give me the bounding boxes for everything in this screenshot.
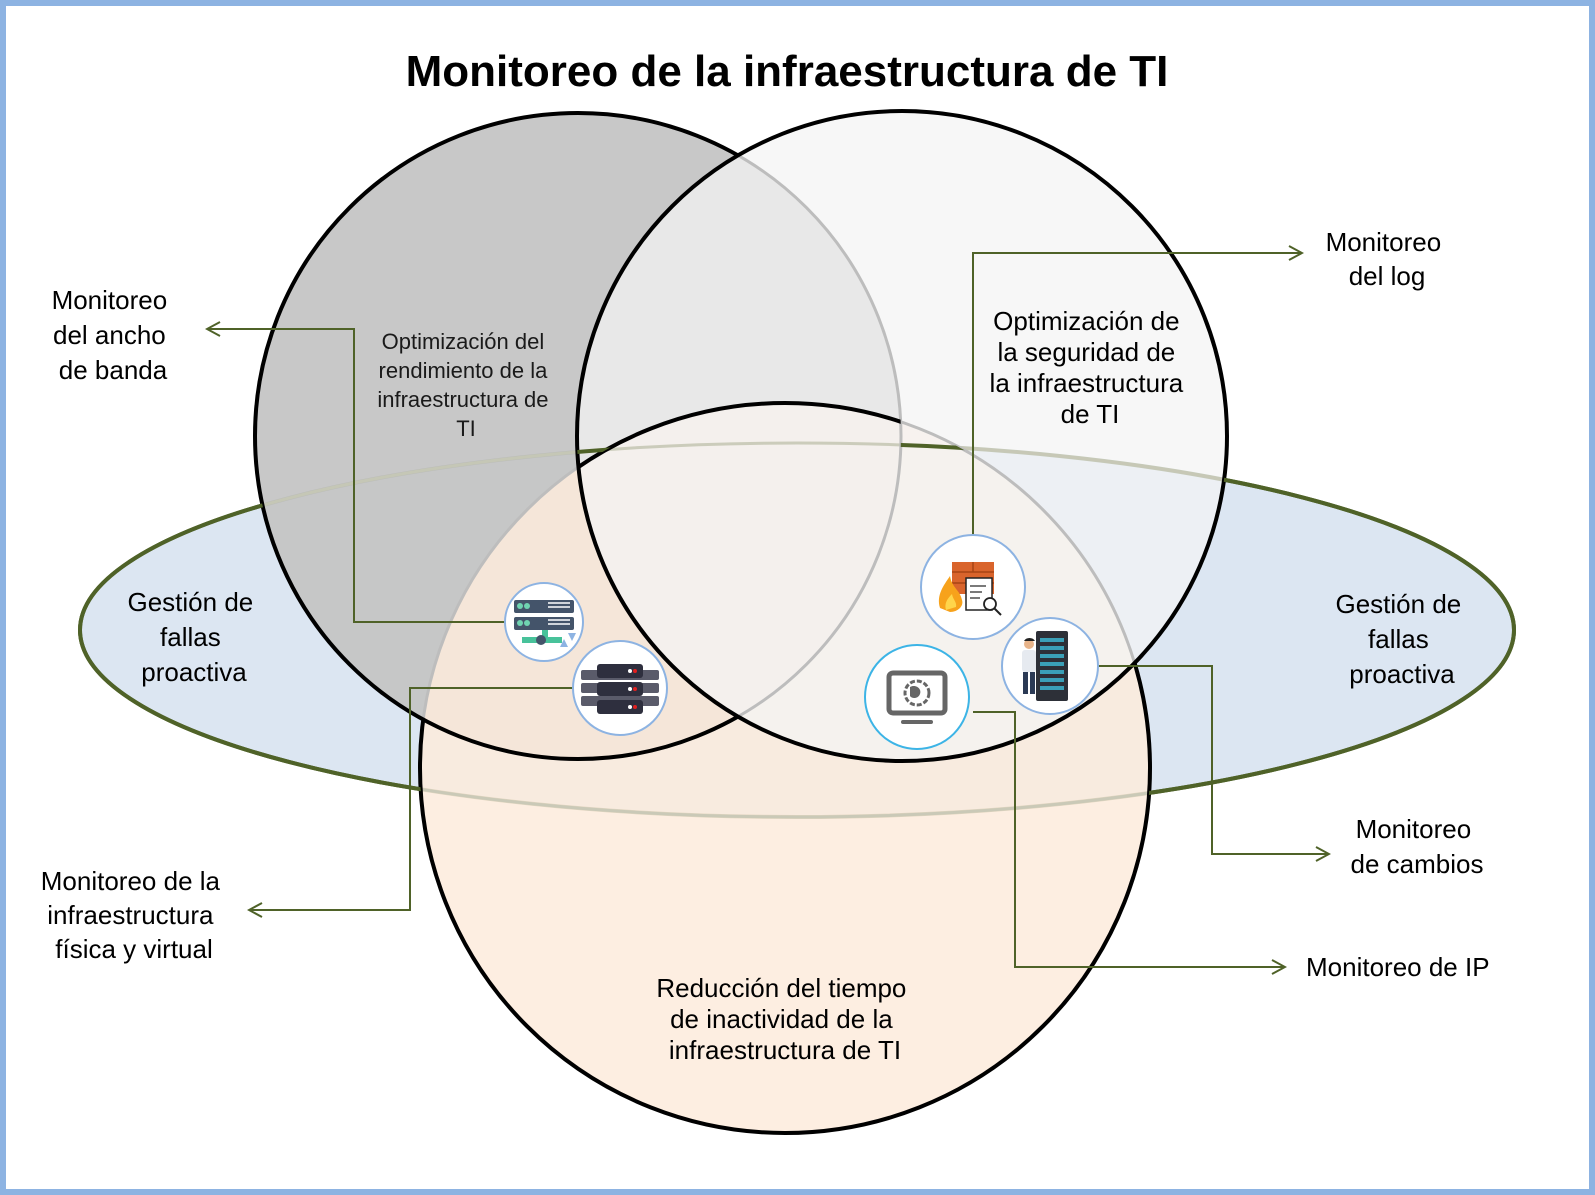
connector-ip (973, 711, 1285, 967)
fault-left-label: Gestión de fallas proactiva (128, 587, 261, 687)
callout-bandwidth-label: Monitoreo del ancho de banda (52, 285, 175, 385)
connector-physical-virtual (249, 687, 573, 910)
connector-log (972, 253, 1302, 535)
callout-ip-label: Monitoreo de IP (1306, 952, 1490, 982)
fault-right-label: Gestión de fallas proactiva (1336, 589, 1469, 689)
downtime-label: Reducción del tiempo de inactividad de l… (656, 973, 913, 1065)
firewall-log-icon (920, 534, 1026, 640)
callout-changes-label: Monitoreo de cambios (1351, 814, 1484, 879)
security-outline (575, 109, 1229, 763)
connector-changes (1098, 665, 1329, 854)
connector-bandwidth (207, 329, 507, 623)
downtime-outline (418, 401, 1152, 1135)
network-server-icon (504, 582, 584, 662)
diagram-title: Monitoreo de la infraestructura de TI (406, 47, 1169, 96)
security-label: Optimización de la seguridad de la infra… (990, 306, 1191, 429)
globe-monitor-icon (864, 644, 970, 750)
callout-physical-virtual-label: Monitoreo de la infraestructura física y… (41, 866, 227, 964)
performance-label: Optimización del rendimiento de la infra… (377, 329, 554, 441)
admin-server-icon (1001, 617, 1099, 715)
callout-log-label: Monitoreo del log (1326, 227, 1449, 291)
server-rack-icon (572, 640, 668, 736)
